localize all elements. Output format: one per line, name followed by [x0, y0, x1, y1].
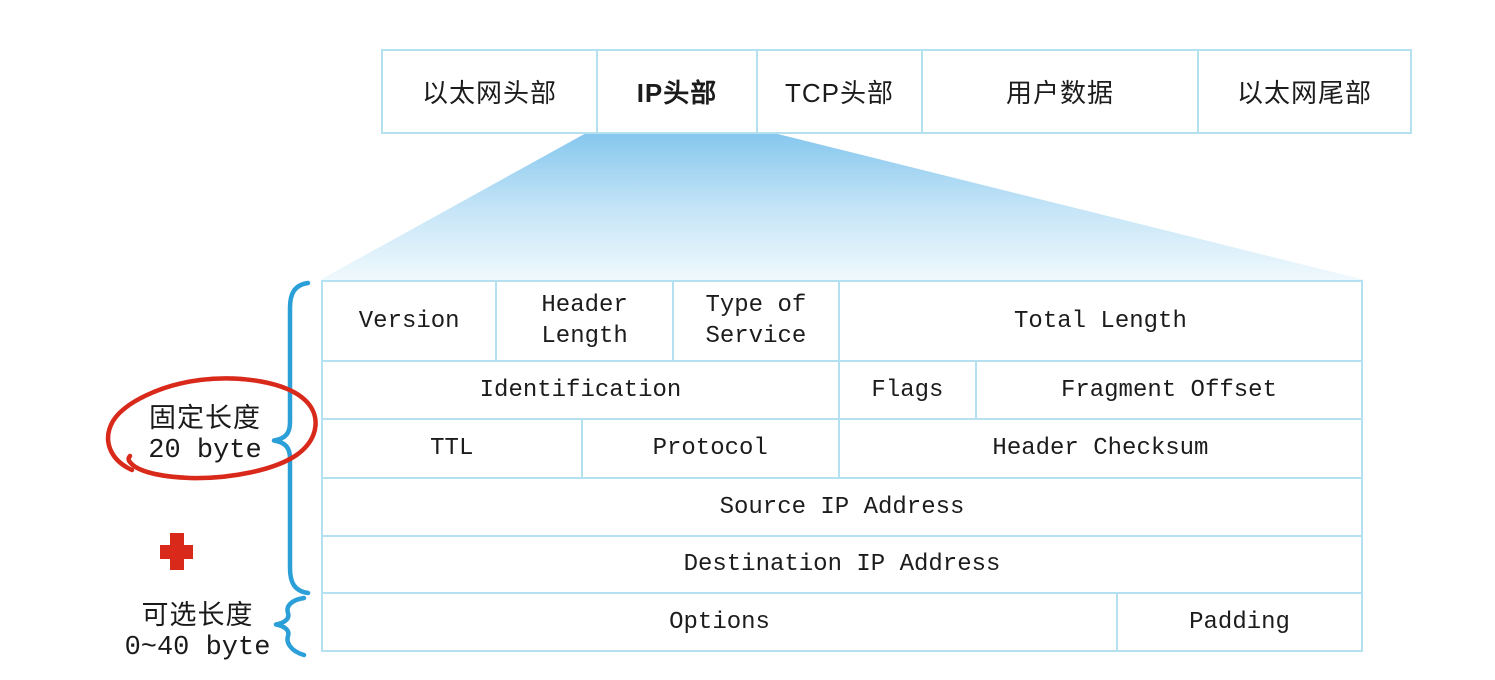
field-padding: Padding [1189, 608, 1290, 636]
frame-cell-label: TCP头部 [784, 78, 894, 108]
table-row: Version Header Length Type of Service To… [323, 282, 1361, 362]
field-header-checksum: Header Checksum [992, 435, 1209, 462]
fixed-length-label: 固定长度 20 byte [100, 402, 310, 468]
optional-length-label: 可选长度 0~40 byte [90, 599, 305, 665]
optional-length-bytes: 0~40 byte [124, 633, 271, 663]
field-destination-ip: Destination IP Address [683, 551, 1001, 578]
field-total-length: Total Length [1014, 307, 1187, 335]
field-version: Version [323, 282, 498, 360]
field-header-length: Header Length [497, 282, 674, 360]
table-row: Source IP Address [323, 479, 1361, 537]
fixed-length-brace-icon [271, 280, 311, 596]
ip-header-table: Version Header Length Type of Service To… [321, 280, 1363, 652]
red-plus-icon [160, 533, 193, 570]
optional-length-brace-icon [273, 595, 307, 658]
frame-cell-tcp-header: TCP头部 [758, 49, 923, 134]
frame-cell-ip-header: IP头部 [598, 49, 758, 134]
field-fragment-offset: Fragment Offset [1060, 376, 1277, 404]
frame-cell-ethernet-header: 以太网头部 [381, 49, 598, 134]
frame-cell-label: 以太网头部 [421, 78, 557, 108]
table-row: Destination IP Address [323, 537, 1361, 594]
field-type-of-service: Type of Service [674, 282, 840, 360]
field-protocol: Protocol [583, 420, 840, 477]
table-row: Identification Flags Fragment Offset [323, 362, 1361, 420]
field-flags: Flags [840, 362, 977, 418]
fixed-length-text: 固定长度 [149, 403, 261, 433]
expand-funnel-gradient [320, 134, 1365, 280]
ethernet-frame-row: 以太网头部 IP头部 TCP头部 用户数据 以太网尾部 [381, 49, 1412, 134]
frame-cell-label: 以太网尾部 [1236, 78, 1372, 108]
field-source-ip: Source IP Address [719, 493, 965, 521]
red-circle-annotation-icon [105, 376, 318, 481]
frame-cell-label: 用户数据 [1005, 78, 1114, 108]
frame-cell-user-data: 用户数据 [923, 49, 1199, 134]
field-options: Options [323, 594, 1119, 650]
frame-cell-ethernet-trailer: 以太网尾部 [1199, 49, 1412, 134]
frame-cell-label: IP头部 [636, 78, 718, 108]
field-identification: Identification [323, 362, 840, 418]
fixed-length-bytes: 20 byte [148, 436, 262, 466]
table-row: Options Padding [323, 594, 1361, 650]
annotation-overlay [105, 280, 318, 658]
optional-length-text: 可选长度 [141, 600, 254, 630]
table-row: TTL Protocol Header Checksum [323, 420, 1361, 479]
field-ttl: TTL [323, 420, 583, 477]
